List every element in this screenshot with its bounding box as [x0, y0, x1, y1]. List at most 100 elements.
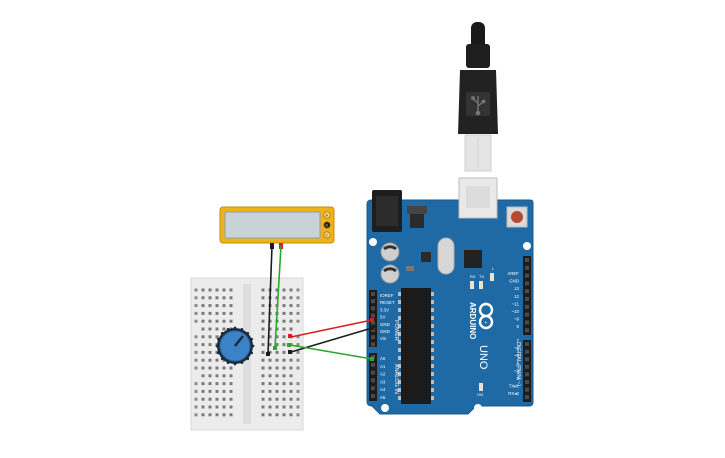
breadboard-hole[interactable]: [289, 311, 293, 315]
breadboard-hole[interactable]: [215, 311, 219, 315]
breadboard-hole[interactable]: [201, 382, 205, 386]
breadboard-hole[interactable]: [201, 366, 205, 370]
breadboard-rail-hole[interactable]: [296, 350, 300, 354]
breadboard-hole[interactable]: [289, 304, 293, 308]
breadboard-hole[interactable]: [208, 382, 212, 386]
breadboard-hole[interactable]: [261, 327, 265, 331]
breadboard-hole[interactable]: [229, 397, 233, 401]
breadboard-hole[interactable]: [229, 382, 233, 386]
breadboard-hole[interactable]: [282, 304, 286, 308]
breadboard-hole[interactable]: [215, 304, 219, 308]
breadboard-hole[interactable]: [289, 374, 293, 378]
breadboard-hole[interactable]: [275, 288, 279, 292]
breadboard-hole[interactable]: [261, 319, 265, 323]
breadboard-hole[interactable]: [289, 413, 293, 417]
wire-red-5v[interactable]: [290, 319, 373, 338]
breadboard-hole[interactable]: [261, 358, 265, 362]
breadboard-hole[interactable]: [222, 405, 226, 409]
breadboard-hole[interactable]: [215, 389, 219, 393]
breadboard-hole[interactable]: [201, 327, 205, 331]
breadboard-hole[interactable]: [282, 343, 286, 347]
breadboard-hole[interactable]: [201, 343, 205, 347]
breadboard-hole[interactable]: [275, 413, 279, 417]
breadboard-rail-hole[interactable]: [194, 335, 198, 339]
header-pin[interactable]: [525, 380, 529, 384]
breadboard-rail-hole[interactable]: [194, 288, 198, 292]
analog-header[interactable]: [369, 353, 377, 401]
breadboard-hole[interactable]: [275, 389, 279, 393]
breadboard-hole[interactable]: [229, 405, 233, 409]
header-pin[interactable]: [525, 312, 529, 317]
breadboard-hole[interactable]: [201, 350, 205, 354]
breadboard-hole[interactable]: [289, 288, 293, 292]
breadboard-hole[interactable]: [208, 343, 212, 347]
breadboard-rail-hole[interactable]: [296, 389, 300, 393]
breadboard-hole[interactable]: [282, 374, 286, 378]
breadboard-hole[interactable]: [201, 304, 205, 308]
breadboard-hole[interactable]: [275, 358, 279, 362]
arduino-uno-board[interactable]: RX TX L – + ARDUINO UNO ON IOREFRESET3.3…: [366, 177, 534, 415]
breadboard-hole[interactable]: [282, 382, 286, 386]
breadboard-hole[interactable]: [268, 366, 272, 370]
breadboard-hole[interactable]: [261, 397, 265, 401]
usb-cable[interactable]: [458, 22, 498, 172]
breadboard-hole[interactable]: [268, 327, 272, 331]
breadboard-hole[interactable]: [261, 311, 265, 315]
breadboard-rail-hole[interactable]: [194, 397, 198, 401]
breadboard-hole[interactable]: [201, 288, 205, 292]
breadboard-hole[interactable]: [282, 319, 286, 323]
breadboard-hole[interactable]: [208, 335, 212, 339]
breadboard-hole[interactable]: [201, 358, 205, 362]
breadboard-rail-hole[interactable]: [194, 413, 198, 417]
breadboard-hole[interactable]: [208, 405, 212, 409]
breadboard-hole[interactable]: [289, 358, 293, 362]
breadboard-hole[interactable]: [289, 319, 293, 323]
breadboard-hole[interactable]: [275, 327, 279, 331]
breadboard-rail-hole[interactable]: [296, 382, 300, 386]
breadboard-hole[interactable]: [201, 319, 205, 323]
breadboard-hole[interactable]: [215, 288, 219, 292]
header-pin[interactable]: [525, 364, 529, 369]
header-pin[interactable]: [371, 342, 375, 347]
header-pin[interactable]: [371, 306, 375, 311]
breadboard-hole[interactable]: [222, 327, 226, 331]
breadboard-hole[interactable]: [261, 296, 265, 300]
breadboard-hole[interactable]: [261, 413, 265, 417]
breadboard-hole[interactable]: [208, 413, 212, 417]
header-pin[interactable]: [371, 313, 375, 318]
breadboard-hole[interactable]: [275, 397, 279, 401]
breadboard-hole[interactable]: [289, 397, 293, 401]
header-pin[interactable]: [525, 328, 529, 333]
breadboard-hole[interactable]: [282, 358, 286, 362]
breadboard-hole[interactable]: [215, 335, 219, 339]
breadboard-hole[interactable]: [215, 350, 219, 354]
breadboard-hole[interactable]: [201, 311, 205, 315]
breadboard-hole[interactable]: [201, 413, 205, 417]
breadboard-hole[interactable]: [229, 296, 233, 300]
header-pin[interactable]: [371, 362, 375, 367]
display-module[interactable]: A B C: [219, 206, 335, 249]
breadboard-hole[interactable]: [275, 335, 279, 339]
breadboard-hole[interactable]: [208, 389, 212, 393]
breadboard-rail-hole[interactable]: [194, 304, 198, 308]
digital-header-upper[interactable]: [523, 256, 531, 335]
breadboard-hole[interactable]: [208, 288, 212, 292]
breadboard-hole[interactable]: [215, 405, 219, 409]
header-pin[interactable]: [525, 265, 529, 270]
breadboard-hole[interactable]: [261, 350, 265, 354]
breadboard-rail-hole[interactable]: [194, 358, 198, 362]
breadboard-hole[interactable]: [229, 304, 233, 308]
breadboard-hole[interactable]: [222, 304, 226, 308]
wires[interactable]: [267, 245, 373, 360]
breadboard-hole[interactable]: [261, 374, 265, 378]
breadboard-hole[interactable]: [215, 366, 219, 370]
breadboard-hole[interactable]: [208, 304, 212, 308]
breadboard-hole[interactable]: [282, 350, 286, 354]
breadboard-hole[interactable]: [282, 335, 286, 339]
header-pin[interactable]: [371, 386, 375, 391]
potentiometer[interactable]: [215, 326, 255, 366]
breadboard-hole[interactable]: [275, 296, 279, 300]
breadboard-hole[interactable]: [215, 374, 219, 378]
breadboard-hole[interactable]: [208, 296, 212, 300]
breadboard-hole[interactable]: [208, 327, 212, 331]
